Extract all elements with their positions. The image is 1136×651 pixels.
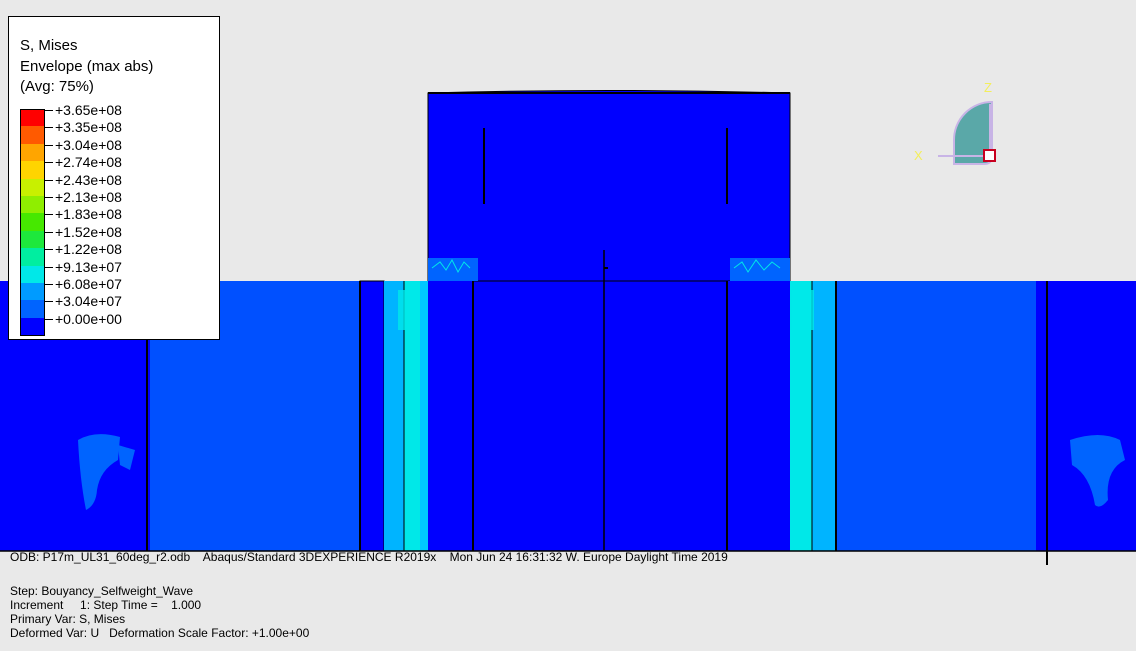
odb-status-line: ODB: P17m_UL31_60deg_r2.odb Abaqus/Stand… (10, 550, 728, 564)
legend-value: +3.65e+08 (55, 102, 122, 118)
legend-value: +1.52e+08 (55, 223, 122, 240)
legend-tick (45, 318, 53, 320)
legend-tick (45, 266, 53, 268)
legend-tick (45, 127, 53, 129)
legend-swatch (20, 248, 45, 267)
legend-swatch (20, 265, 45, 284)
triad-x-label: X (914, 148, 923, 163)
legend-tick (45, 301, 53, 303)
legend-swatch (20, 283, 45, 301)
legend-value: +3.04e+07 (55, 293, 122, 310)
triad-y-axis-marker (983, 149, 996, 162)
step-info: Step: Bouyancy_Selfweight_Wave Increment… (10, 584, 309, 640)
legend[interactable]: S, Mises Envelope (max abs) (Avg: 75%) +… (8, 16, 220, 340)
legend-value: +2.74e+08 (55, 154, 122, 171)
legend-tick (45, 162, 53, 164)
legend-swatch (20, 317, 45, 336)
step-name: Step: Bouyancy_Selfweight_Wave (10, 584, 193, 598)
legend-swatch (20, 196, 45, 214)
legend-value: +1.83e+08 (55, 206, 122, 223)
legend-tick (45, 214, 53, 216)
legend-value: +6.08e+07 (55, 276, 122, 292)
legend-swatch (20, 126, 45, 145)
legend-swatch (20, 300, 45, 319)
increment-line: Increment 1: Step Time = 1.000 (10, 598, 202, 612)
legend-value: +2.43e+08 (55, 171, 122, 188)
legend-value: +3.04e+08 (55, 136, 122, 153)
central-column (427, 90, 791, 282)
legend-averaging: (Avg: 75%) (20, 78, 94, 95)
legend-swatch (20, 161, 45, 180)
view-triad: Z X (914, 80, 996, 165)
legend-swatch (20, 143, 45, 162)
legend-tick (45, 231, 53, 233)
legend-swatch (20, 230, 45, 249)
right-panel (836, 281, 1036, 551)
legend-swatch (20, 178, 45, 197)
legend-swatch (20, 109, 45, 127)
legend-tick (45, 197, 53, 198)
legend-tick (45, 110, 53, 111)
legend-title: S, Mises (20, 37, 78, 54)
legend-swatch (20, 213, 45, 232)
primary-var-line: Primary Var: S, Mises (10, 612, 126, 626)
deformed-var-line: Deformed Var: U Deformation Scale Factor… (10, 626, 310, 640)
legend-tick (45, 179, 53, 181)
legend-subtitle: Envelope (max abs) (20, 58, 154, 75)
legend-value: +1.22e+08 (55, 241, 122, 258)
legend-tick (45, 249, 53, 251)
legend-value: +3.35e+08 (55, 119, 122, 136)
triad-z-label: Z (984, 80, 992, 95)
legend-value: +2.13e+08 (55, 189, 122, 205)
legend-tick (45, 284, 53, 285)
legend-value: +0.00e+00 (55, 310, 122, 327)
legend-tick (45, 144, 53, 146)
triad-octant (953, 100, 993, 165)
legend-value: +9.13e+07 (55, 258, 122, 275)
